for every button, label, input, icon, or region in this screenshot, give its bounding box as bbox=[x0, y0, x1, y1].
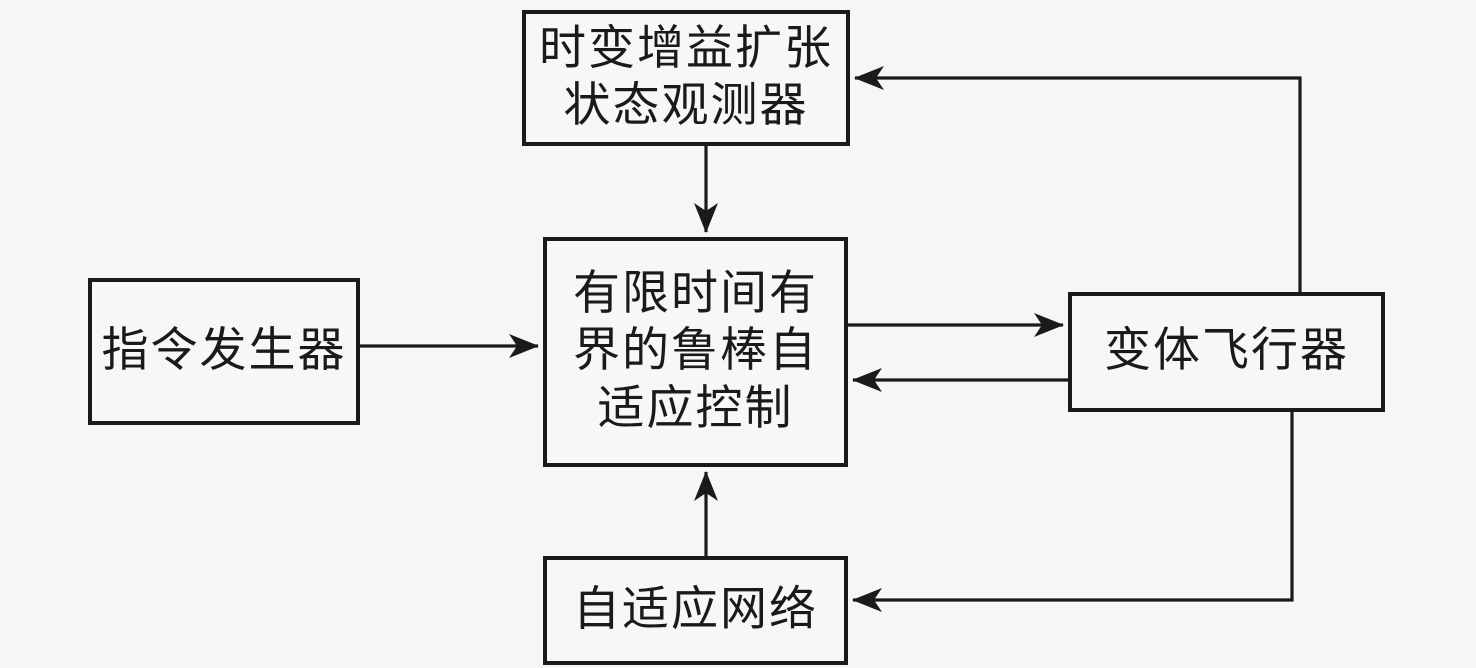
arrow-aircraft-to-observer-feedback bbox=[854, 66, 1302, 292]
node-label-line: 界的鲁棒自 bbox=[573, 325, 818, 378]
arrow-aircraft-to-network-feedback bbox=[852, 412, 1294, 612]
node-label-line: 有限时间有 bbox=[573, 268, 818, 320]
node-label-line: 状态观测器 bbox=[563, 80, 809, 132]
node-command-generator: 指令发生器 bbox=[88, 278, 360, 425]
node-label-line: 自适应网络 bbox=[573, 583, 818, 636]
node-morphing-aircraft: 变体飞行器 bbox=[1068, 292, 1385, 412]
node-robust-adaptive-controller: 有限时间有 界的鲁棒自 适应控制 bbox=[543, 237, 848, 467]
node-extended-state-observer: 时变增益扩张 状态观测器 bbox=[522, 10, 850, 146]
node-adaptive-network: 自适应网络 bbox=[543, 556, 848, 665]
node-label-line: 时变增益扩张 bbox=[539, 22, 833, 75]
node-label-line: 变体飞行器 bbox=[1104, 325, 1349, 378]
node-label-line: 指令发生器 bbox=[101, 324, 347, 377]
node-label-line: 适应控制 bbox=[597, 382, 794, 435]
